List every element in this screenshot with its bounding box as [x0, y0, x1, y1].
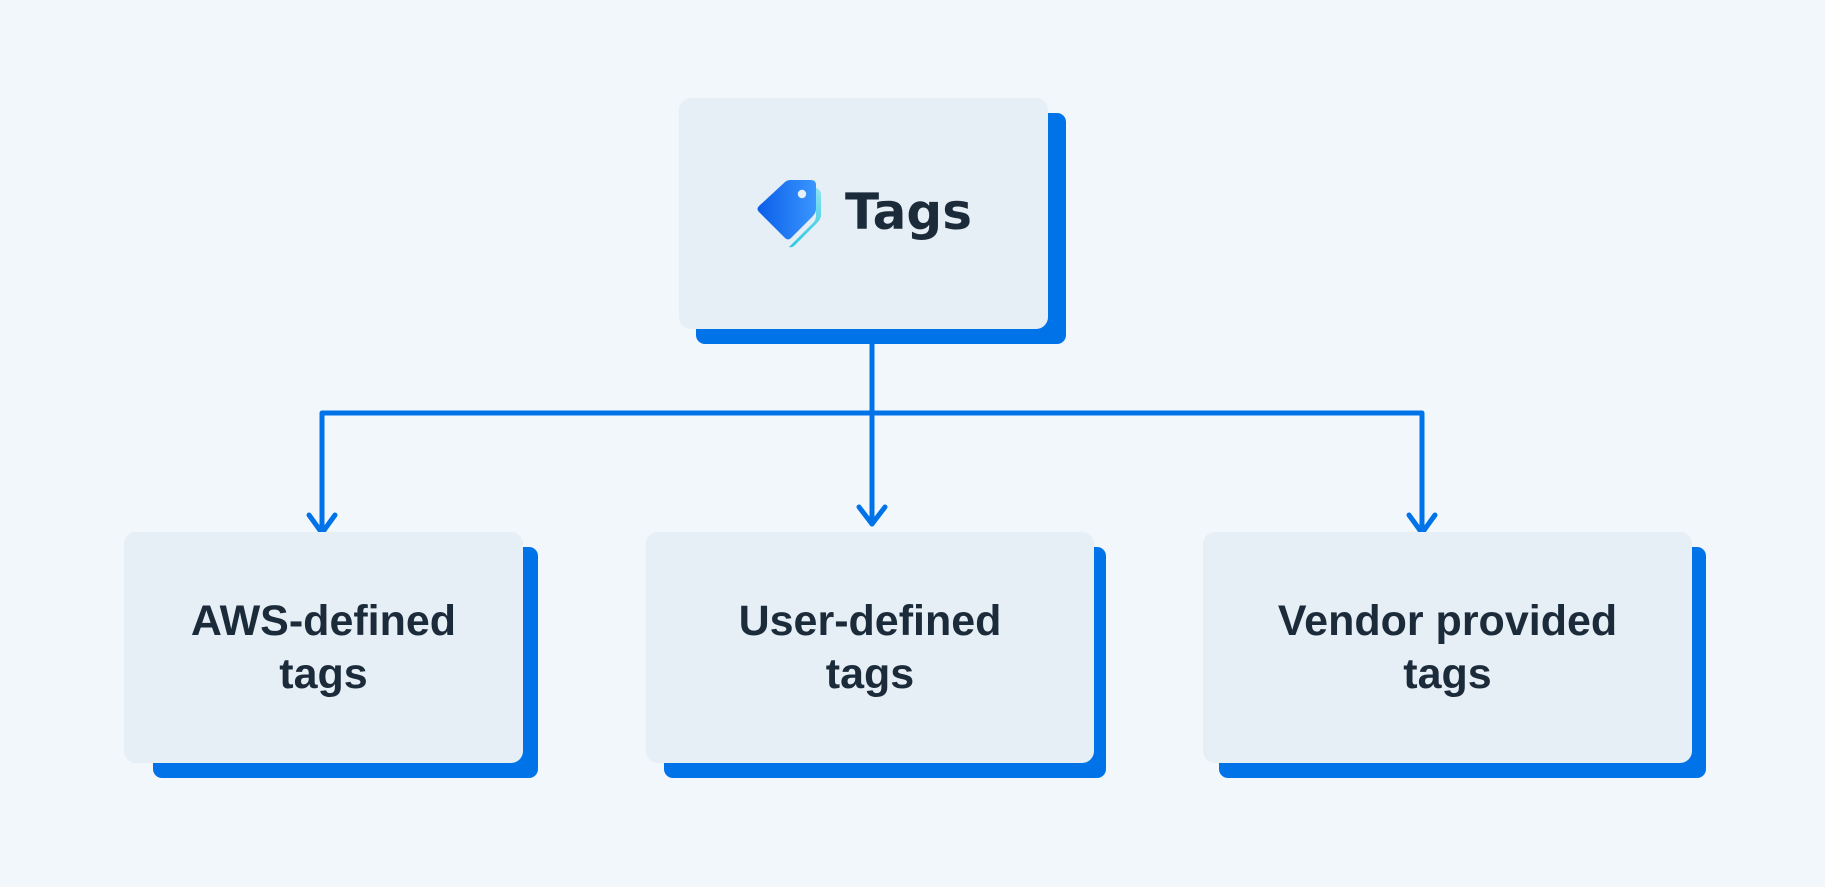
connector-bar: [319, 410, 1425, 536]
tag-icon: [755, 179, 823, 249]
arrow-head-middle: [856, 504, 888, 527]
child-node-card: AWS-defined tags: [124, 532, 523, 763]
child-node-label: AWS-defined tags: [190, 596, 457, 698]
root-node-title: Tags: [845, 182, 972, 241]
root-node-card: Tags: [679, 98, 1048, 329]
child-node-label: User-defined tags: [738, 596, 1002, 698]
child-node-card: User-defined tags: [646, 532, 1094, 763]
child-node-label: Vendor provided tags: [1277, 596, 1618, 698]
child-node-card: Vendor provided tags: [1203, 532, 1692, 763]
